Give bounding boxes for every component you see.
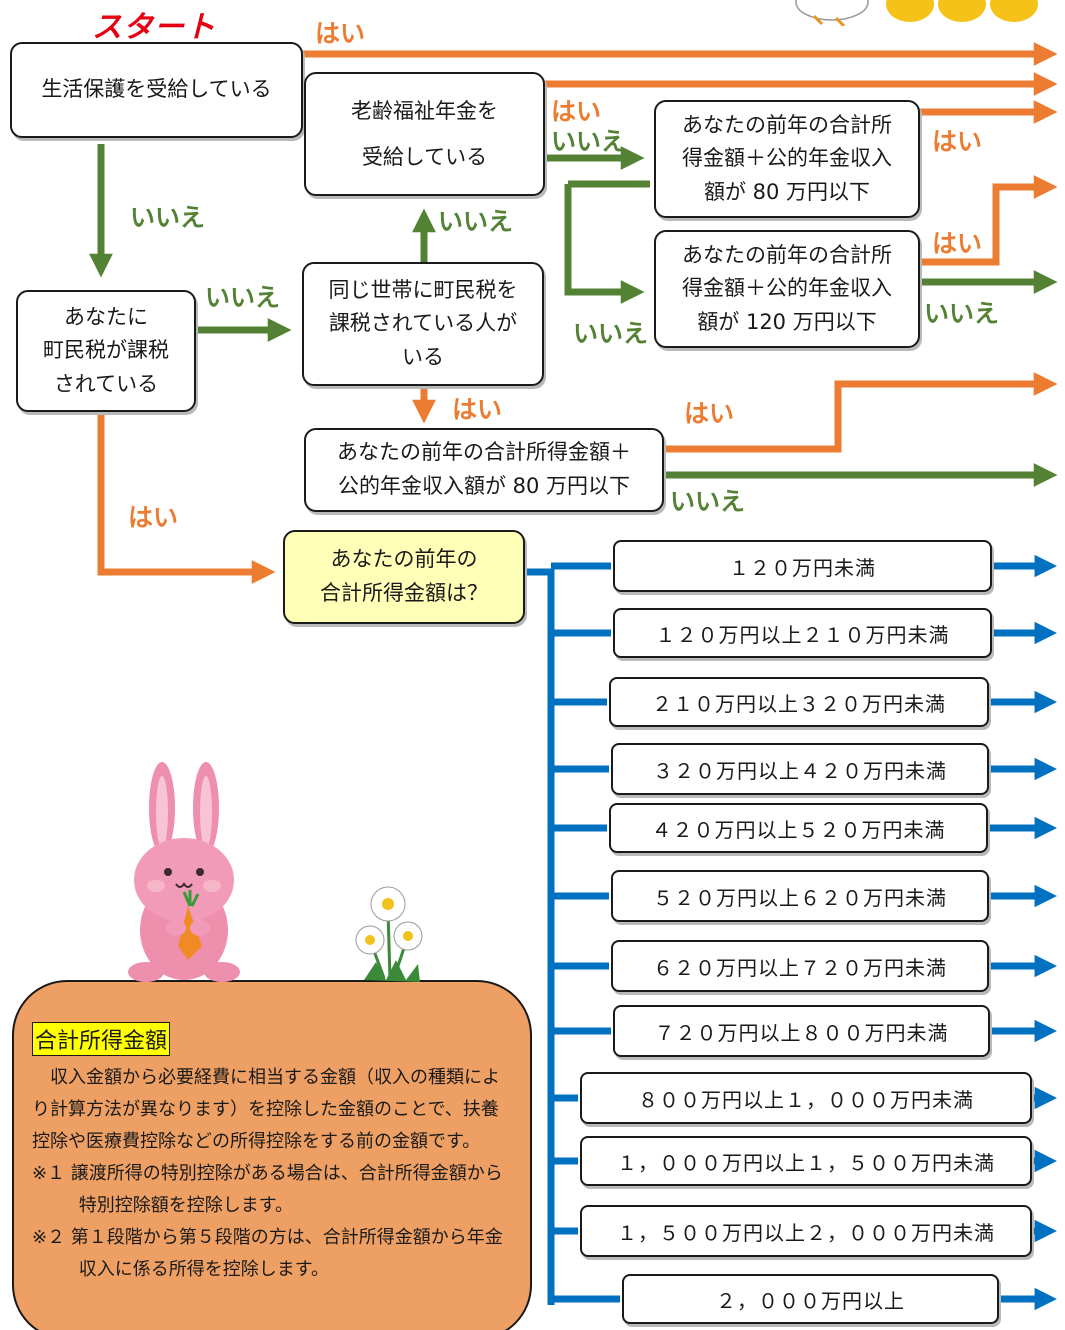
welfare-node: 生活保護を受給している bbox=[10, 42, 303, 138]
income-range-4: ３２０万円以上４２０万円未満 bbox=[611, 743, 989, 795]
label-le80b-yes: はい bbox=[684, 399, 735, 428]
le80a-text: あなたの前年の合計所 得金額＋公的年金収入 額が 80 万円以下 bbox=[682, 112, 892, 204]
income-range-12: ２，０００万円以上 bbox=[622, 1274, 999, 1324]
le80b-text: あなたの前年の合計所得金額＋ 公的年金収入額が 80 万円以下 bbox=[337, 440, 631, 498]
label-household-no: いいえ bbox=[438, 207, 514, 236]
income-range-10: １，０００万円以上１，５００万円未満 bbox=[580, 1136, 1032, 1186]
le80b-yes-arrow bbox=[664, 372, 1058, 453]
label-welfare-no: いいえ bbox=[130, 203, 206, 232]
income-range-11: １，５００万円以上２，０００万円未満 bbox=[580, 1205, 1032, 1257]
household-text: 同じ世帯に町民税を 課税されている人が いる bbox=[328, 277, 518, 369]
bird-and-chicks-icon bbox=[795, 0, 1038, 26]
label-le80a-yes: はい bbox=[932, 127, 983, 156]
label-tax-yes: はい bbox=[128, 503, 179, 532]
income-range-3: ２１０万円以上３２０万円未満 bbox=[609, 677, 989, 727]
le120-node: あなたの前年の合計所 得金額＋公的年金収入 額が 120 万円以下 bbox=[654, 230, 920, 348]
label-le80b-no: いいえ bbox=[670, 487, 746, 516]
household-node: 同じ世帯に町民税を 課税されている人が いる bbox=[302, 262, 544, 386]
income-range-9: ８００万円以上１，０００万円未満 bbox=[580, 1072, 1032, 1124]
daisy-flowers-icon bbox=[355, 886, 423, 982]
pension-no-branch bbox=[564, 184, 645, 304]
income-range-2: １２０万円以上２１０万円未満 bbox=[613, 608, 992, 658]
label-pension-no: いいえ bbox=[551, 127, 627, 156]
note-1: ※１ 譲渡所得の特別控除がある場合は、合計所得金額から特別控除額を控除します。 bbox=[32, 1163, 503, 1216]
income-range-8: ７２０万円以上８００万円未満 bbox=[613, 1005, 990, 1057]
label-pension-yes: はい bbox=[551, 97, 602, 126]
income-trunk bbox=[525, 568, 555, 1305]
income-range-5: ４２０万円以上５２０万円未満 bbox=[609, 803, 988, 853]
le80b-node: あなたの前年の合計所得金額＋ 公的年金収入額が 80 万円以下 bbox=[304, 428, 664, 512]
pension-text: 老齢福祉年金を 受給している bbox=[351, 98, 498, 169]
note-2: ※２ 第１段階から第５段階の方は、合計所得金額から年金収入に係る所得を控除します… bbox=[32, 1227, 503, 1280]
le120-yes-arrow bbox=[920, 175, 1058, 266]
rabbit-icon bbox=[128, 762, 240, 982]
tax-node: あなたに 町民税が課税 されている bbox=[16, 290, 196, 412]
label-le120-no: いいえ bbox=[924, 299, 1000, 328]
label-welfare-yes: はい bbox=[315, 19, 366, 48]
note-title: 合計所得金額 bbox=[32, 1022, 171, 1056]
label-le120-yes: はい bbox=[932, 229, 983, 258]
tax-text: あなたに 町民税が課税 されている bbox=[43, 304, 169, 396]
pension-node: 老齢福祉年金を 受給している bbox=[304, 72, 545, 196]
le80a-node: あなたの前年の合計所 得金額＋公的年金収入 額が 80 万円以下 bbox=[654, 100, 920, 218]
income-text: あなたの前年の 合計所得金額は？ bbox=[320, 547, 488, 605]
note-box: 合計所得金額 収入金額から必要経費に相当する金額（収入の種類により計算方法が異な… bbox=[12, 980, 532, 1330]
label-household-yes: はい bbox=[452, 395, 503, 424]
welfare-text: 生活保護を受給している bbox=[41, 77, 272, 102]
income-range-7: ６２０万円以上７２０万円未満 bbox=[611, 940, 989, 992]
label-tax-no: いいえ bbox=[205, 283, 281, 312]
le120-text: あなたの前年の合計所 得金額＋公的年金収入 額が 120 万円以下 bbox=[682, 242, 892, 334]
income-range-6: ５２０万円以上６２０万円未満 bbox=[611, 870, 989, 922]
label-pension-no-branch: いいえ bbox=[573, 319, 649, 348]
income-range-1: １２０万円未満 bbox=[613, 540, 992, 592]
tax-yes-arrow bbox=[97, 412, 276, 584]
note-body: 収入金額から必要経費に相当する金額（収入の種類により計算方法が異なります）を控除… bbox=[32, 1067, 500, 1152]
start-label: スタート bbox=[92, 10, 216, 45]
income-node: あなたの前年の 合計所得金額は？ bbox=[283, 530, 525, 624]
